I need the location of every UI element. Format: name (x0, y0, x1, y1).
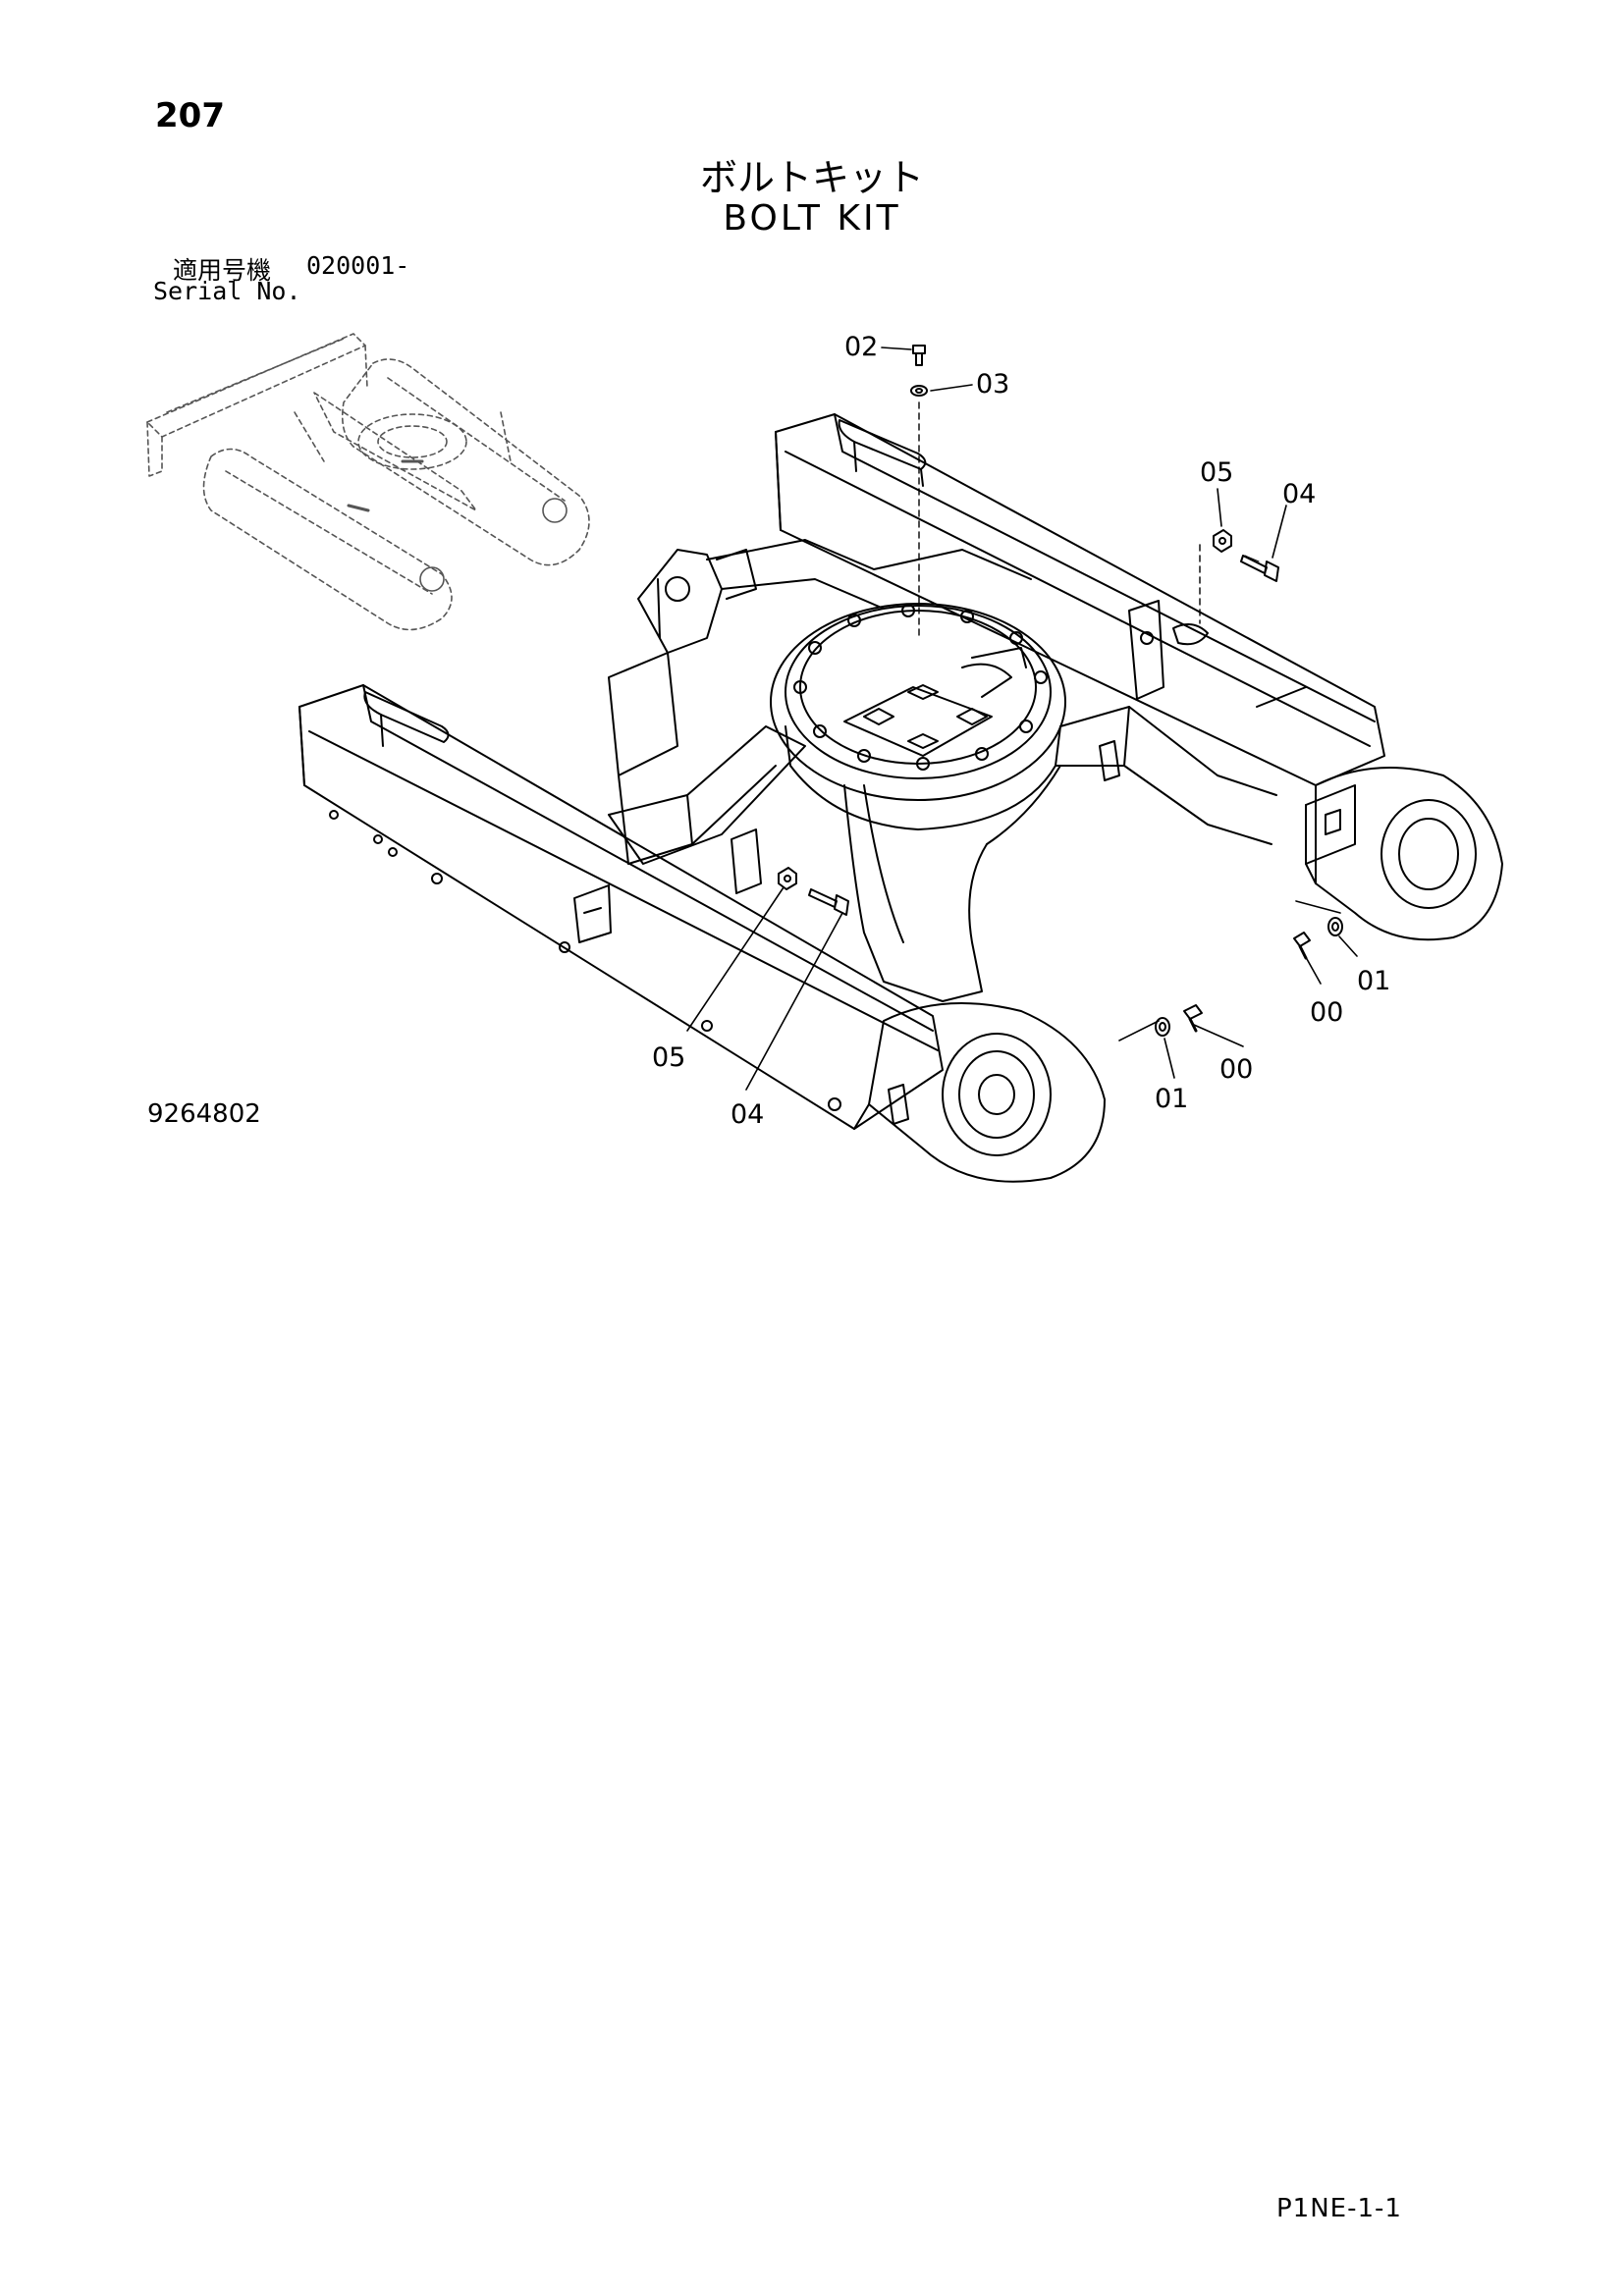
part-label-00-bottom: 00 (1219, 1054, 1253, 1085)
part-label-04-left: 04 (731, 1099, 764, 1130)
title-japanese: ボルトキット (699, 156, 924, 199)
hardware-bolts (778, 345, 1343, 1037)
part-label-05-top: 05 (1200, 457, 1233, 488)
leader-lines (686, 347, 1358, 1091)
part-label-01-bottom: 01 (1155, 1084, 1188, 1114)
part-labels: 02 03 05 04 01 00 00 01 05 04 (652, 332, 1390, 1130)
part-label-02: 02 (844, 332, 878, 362)
part-label-03: 03 (976, 369, 1009, 400)
part-label-05-left: 05 (652, 1042, 685, 1073)
part-label-01-right: 01 (1357, 966, 1390, 996)
title-english: BOLT KIT (723, 198, 901, 239)
machine-thumbnail (146, 333, 590, 631)
serial-label-japanese: 適用号機 (173, 256, 272, 285)
serial-label-english: Serial No. (153, 277, 301, 305)
page-number: 207 (155, 96, 225, 135)
undercarriage-frame (298, 413, 1503, 1183)
serial-range: 020001- (306, 251, 410, 280)
drawing-number: 9264802 (147, 1099, 261, 1129)
part-label-00-right: 00 (1310, 997, 1343, 1028)
part-label-04-top: 04 (1282, 479, 1316, 509)
page-code: P1NE-1-1 (1276, 2194, 1402, 2223)
